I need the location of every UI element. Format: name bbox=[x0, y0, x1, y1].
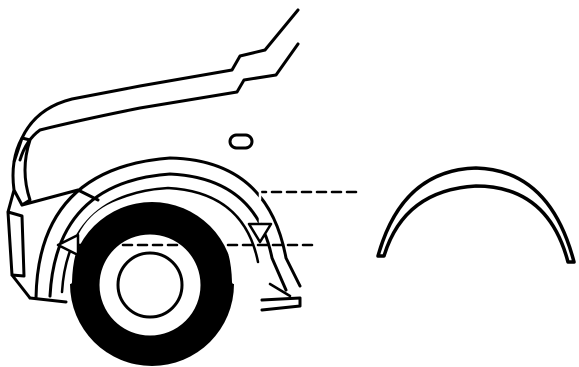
headlight-icon bbox=[13, 138, 30, 205]
upper-guide-arrow-icon bbox=[249, 192, 356, 242]
wheel-rim-icon bbox=[98, 233, 202, 337]
hood-edge-icon bbox=[14, 10, 298, 162]
arch-trim-molding-icon bbox=[378, 168, 574, 262]
side-marker-lamp-icon bbox=[230, 135, 252, 148]
